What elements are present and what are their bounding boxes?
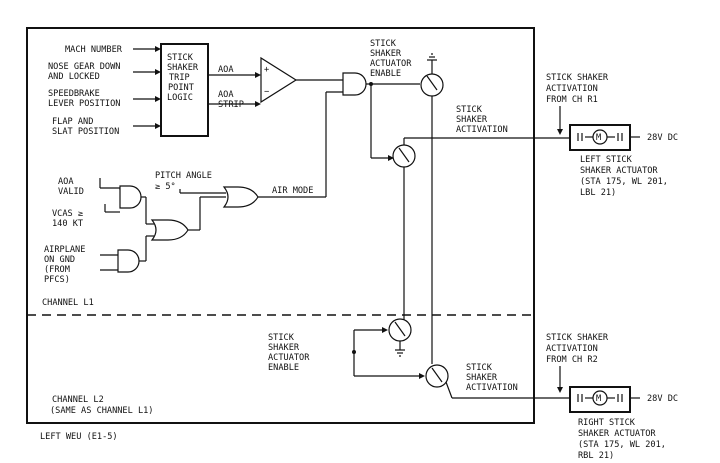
activation-top-line2: SHAKER	[456, 115, 488, 125]
left-weu-boundary	[26, 27, 535, 424]
from-r1-line2: ACTIVATION	[546, 84, 598, 94]
input-nose-gear-line2: AND LOCKED	[48, 72, 100, 82]
vcas-line1: VCAS ≥	[52, 209, 83, 219]
airplane-on-gnd-line1: AIRPLANE	[44, 245, 85, 255]
actuator-enable-bottom-line1: STICK	[268, 333, 295, 343]
actuator-enable-top-line2: SHAKER	[370, 49, 402, 59]
aoa-valid-line2: VALID	[58, 187, 84, 197]
trip-inputs: MACH NUMBER NOSE GEAR DOWN AND LOCKED SP…	[48, 45, 123, 137]
activation-bottom-line2: SHAKER	[466, 373, 498, 383]
aoa-comparator	[260, 56, 298, 104]
pitch-or-gate	[222, 186, 259, 208]
input-speedbrake-line2: LEVER POSITION	[48, 99, 120, 109]
left-actuator-line4: LBL 21)	[580, 188, 616, 198]
activation-relay-top	[392, 137, 570, 322]
left-actuator-line3: (STA 175, WL 201,	[580, 177, 668, 187]
power-top: 28V DC	[647, 133, 678, 143]
actuator-enable-top-line1: STICK	[370, 39, 397, 49]
enable-relay-top	[420, 53, 444, 122]
trip-logic-line5: LOGIC	[167, 93, 193, 103]
input-mach-number: MACH NUMBER	[65, 45, 123, 55]
vcas-line2: 140 KT	[52, 219, 83, 229]
activation-top-line3: ACTIVATION	[456, 125, 508, 135]
activation-bottom-line3: ACTIVATION	[466, 383, 518, 393]
airplane-on-gnd-line3: (FROM	[44, 265, 70, 275]
on-ground-and-gate	[117, 249, 140, 273]
from-r2-line1: STICK SHAKER	[546, 333, 609, 343]
from-r2-line2: ACTIVATION	[546, 344, 598, 354]
right-actuator-line2: SHAKER ACTUATOR	[578, 429, 656, 439]
right-actuator-line3: (STA 175, WL 201,	[578, 440, 666, 450]
left-stick-shaker-actuator: M	[569, 124, 631, 151]
activation-top-line1: STICK	[456, 105, 483, 115]
pitch-angle-line1: PITCH ANGLE	[155, 171, 212, 181]
input-speedbrake-line1: SPEEDBRAKE	[48, 89, 100, 99]
trip-logic-line1: STICK	[167, 53, 194, 63]
from-r2-line3: FROM CH R2	[546, 355, 598, 365]
actuator-enable-top-line4: ENABLE	[370, 69, 401, 79]
aoa-valid-line1: AOA	[58, 177, 74, 187]
right-actuator-line1: RIGHT STICK	[578, 418, 636, 428]
comparator-plus: +	[264, 65, 269, 75]
left-motor-symbol: M	[596, 133, 601, 143]
enable-and-gate	[342, 72, 367, 96]
trip-logic-line4: POINT	[168, 83, 194, 93]
power-bottom: 28V DC	[647, 394, 678, 404]
right-stick-shaker-actuator: M	[569, 386, 631, 413]
actuator-enable-bottom-line4: ENABLE	[268, 363, 299, 373]
activation-bottom-line1: STICK	[466, 363, 493, 373]
arrow-speedbrake	[155, 96, 161, 102]
air-mode-label: AIR MODE	[272, 186, 313, 196]
aoa-strip-line1: AOA	[218, 90, 234, 100]
air-mode-or-gate	[150, 219, 189, 241]
input-flap-slat-line2: SLAT POSITION	[52, 127, 119, 137]
trip-logic-line3: TRIP	[169, 73, 190, 83]
from-r1-line1: STICK SHAKER	[546, 73, 609, 83]
channel-l2-label-line2: (SAME AS CHANNEL L1)	[50, 406, 153, 416]
aoa-vcas-and-gate	[119, 185, 142, 209]
input-flap-slat-line1: FLAP AND	[52, 117, 93, 127]
input-nose-gear-line1: NOSE GEAR DOWN	[48, 62, 120, 72]
arrow-nose-gear	[155, 69, 161, 75]
trip-logic-line2: SHAKER	[167, 63, 199, 73]
left-actuator-line1: LEFT STICK	[580, 155, 633, 165]
enable-relay-bottom	[388, 318, 412, 357]
channel-l2-label-line1: CHANNEL L2	[52, 395, 104, 405]
unit-label: LEFT WEU (E1-5)	[40, 432, 118, 442]
actuator-enable-bottom-line2: SHAKER	[268, 343, 300, 353]
arrow-mach	[155, 46, 161, 52]
actuator-enable-bottom-line3: ACTUATOR	[268, 353, 310, 363]
comparator-minus: −	[264, 87, 269, 97]
from-r1-line3: FROM CH R1	[546, 95, 598, 105]
left-actuator-line2: SHAKER ACTUATOR	[580, 166, 658, 176]
aoa-label: AOA	[218, 65, 234, 75]
airplane-on-gnd-line2: ON GND	[44, 255, 75, 265]
trip-point-logic-box	[160, 43, 209, 137]
airplane-on-gnd-line4: PFCS)	[44, 275, 70, 285]
right-actuator-line4: RBL 21)	[578, 451, 614, 461]
channel-l1-label: CHANNEL L1	[42, 298, 94, 308]
right-motor-symbol: M	[596, 394, 601, 404]
arrow-flap-slat	[155, 123, 161, 129]
aoa-strip-line2: STRIP	[218, 100, 244, 110]
activation-relay-bottom	[425, 364, 570, 399]
actuator-enable-top-line3: ACTUATOR	[370, 59, 412, 69]
pitch-angle-line2: ≥ 5°	[155, 182, 176, 192]
